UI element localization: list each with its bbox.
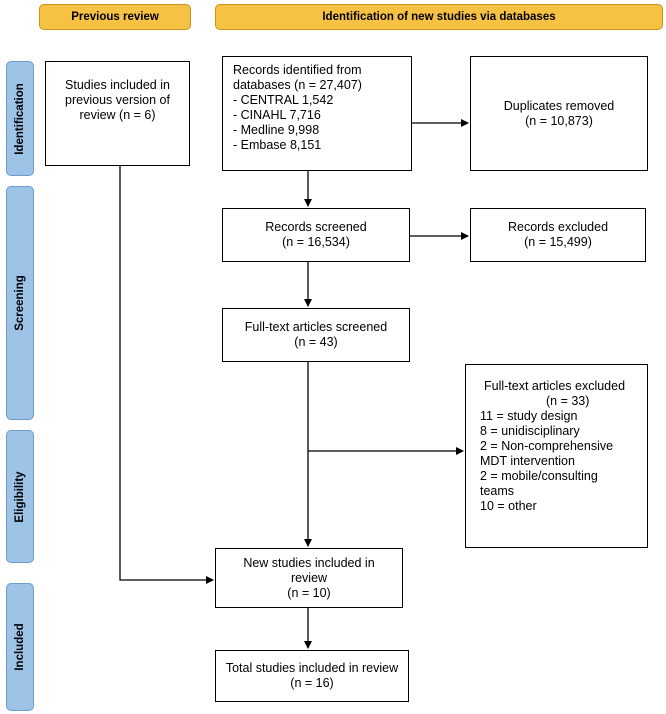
box-line: New studies included in xyxy=(243,555,375,570)
box-line: Total studies included in review xyxy=(225,661,399,675)
box-line: Records excluded xyxy=(507,220,609,234)
fulltext-screened-box: Full-text articles screened (n = 43) xyxy=(222,308,410,362)
box-line: (n = 16,534) xyxy=(282,235,350,249)
box-line: Full-text articles excluded xyxy=(484,379,626,393)
box-line: 8 = unidisciplinary xyxy=(480,424,580,438)
box-line: 2 = Non-comprehensive xyxy=(480,439,614,453)
previous-review-header: Previous review xyxy=(39,4,191,30)
box-line: Full-text articles screened xyxy=(244,320,388,334)
box-line: 10 = other xyxy=(480,499,537,513)
total-studies-box: Total studies included in review (n = 16… xyxy=(215,650,409,702)
box-line: review (n = 6) xyxy=(79,108,156,122)
box-line: (n = 10,873) xyxy=(525,113,593,128)
box-line: previous version of xyxy=(65,93,170,107)
arrow-previous-to-new-studies xyxy=(119,166,214,584)
box-line: - Embase 8,151 xyxy=(233,138,322,152)
stage-eligibility: Eligibility xyxy=(6,430,34,563)
box-line: teams xyxy=(480,484,515,498)
box-line: 11 = study design xyxy=(480,409,578,423)
box-line: (n = 43) xyxy=(294,335,338,349)
box-line: - CENTRAL 1,542 xyxy=(233,93,334,107)
box-line: Studies included in xyxy=(65,78,170,92)
duplicates-removed-box: Duplicates removed (n = 10,873) xyxy=(470,56,648,171)
box-line: (n = 10) xyxy=(287,585,331,600)
box-line: MDT intervention xyxy=(480,454,575,468)
box-line: Duplicates removed xyxy=(503,98,615,113)
records-screened-box: Records screened (n = 16,534) xyxy=(222,208,410,262)
stage-identification: Identification xyxy=(6,61,34,176)
box-line: 2 = mobile/consulting xyxy=(480,469,598,483)
records-identified-box: Records identified from databases (n = 2… xyxy=(222,56,412,171)
box-line: review xyxy=(290,570,328,585)
box-line: (n = 16) xyxy=(290,676,334,690)
stage-screening: Screening xyxy=(6,186,34,420)
box-line: Records screened xyxy=(265,220,367,234)
new-studies-header: Identification of new studies via databa… xyxy=(215,4,663,30)
records-excluded-box: Records excluded (n = 15,499) xyxy=(470,208,646,262)
box-line: databases (n = 27,407) xyxy=(233,78,362,92)
box-line: (n = 33) xyxy=(546,394,590,408)
new-studies-box: New studies included in review (n = 10) xyxy=(215,548,403,608)
box-line: - Medline 9,998 xyxy=(233,123,320,137)
box-line: Records identified from xyxy=(233,63,362,77)
stage-included: Included xyxy=(6,583,34,711)
box-line: - CINAHL 7,716 xyxy=(233,108,321,122)
box-line: (n = 15,499) xyxy=(524,235,592,249)
previous-studies-box: Studies included in previous version of … xyxy=(45,61,190,166)
fulltext-excluded-box: Full-text articles excluded (n = 33) 11 … xyxy=(465,364,648,548)
